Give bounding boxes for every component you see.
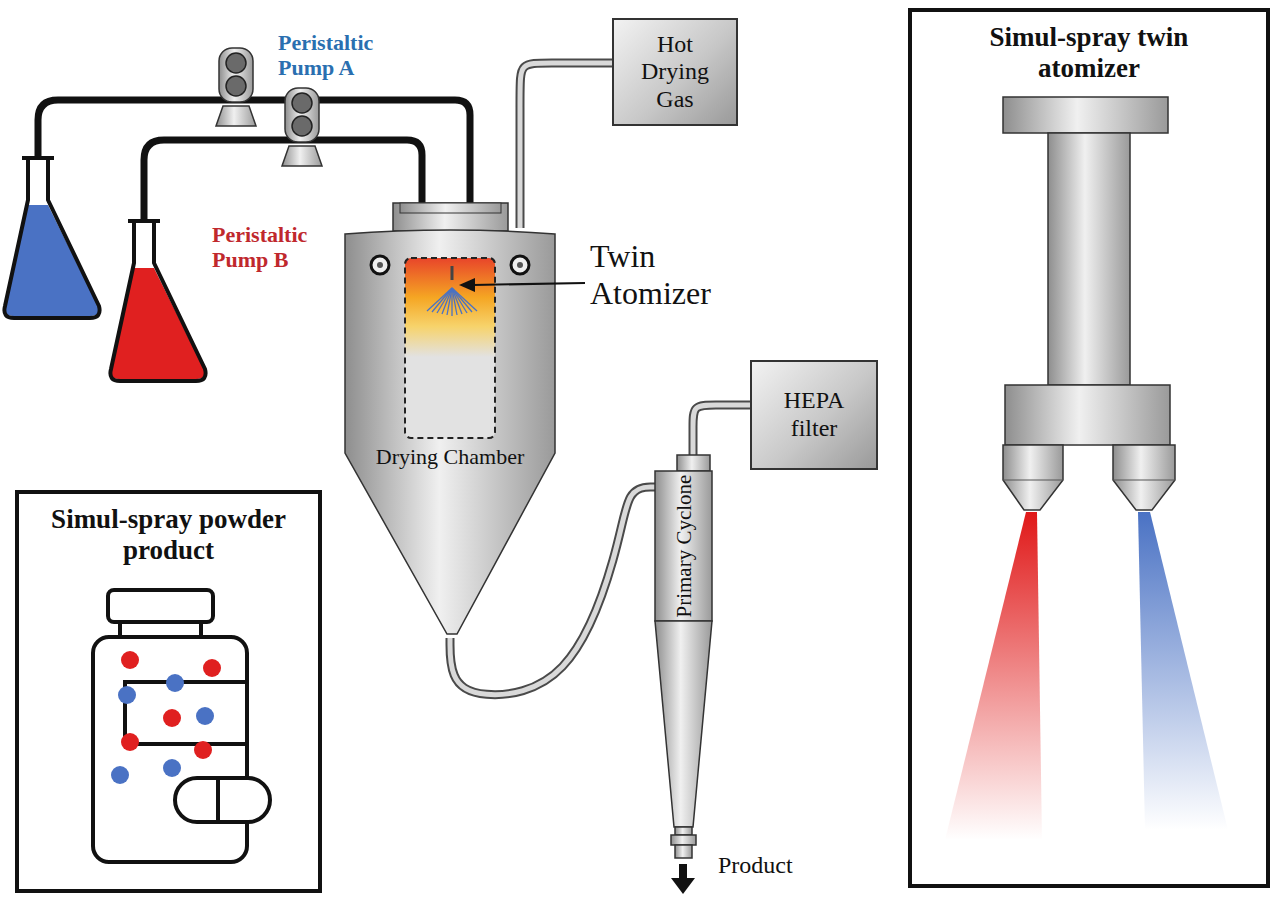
flask-outline: [110, 221, 205, 381]
pump-roller: [226, 76, 246, 96]
pump-roller: [292, 116, 312, 136]
pump-roller: [226, 53, 246, 73]
red-particles: [121, 651, 221, 759]
leader-line: [473, 283, 585, 285]
blue-spray: [1138, 512, 1228, 830]
cyclone-cone: [655, 621, 712, 827]
atomizer-stub: [451, 266, 454, 280]
pump-b: [282, 88, 322, 166]
red-liquid: [111, 268, 204, 379]
capsule: [175, 778, 270, 822]
cyclone-barrel: [655, 471, 712, 621]
blue-liquid: [5, 205, 98, 316]
product-arrow: [679, 864, 687, 880]
bottle-neck: [120, 622, 201, 637]
drying-chamber: Drying Chamber: [345, 228, 555, 638]
product-arrowhead: [671, 878, 695, 894]
atomizer-stem: [1048, 133, 1130, 385]
chamber-outline: [345, 228, 555, 638]
chamber-bolt: [371, 256, 389, 274]
blue-flask: [4, 158, 99, 318]
node-label: HEPA filter: [768, 387, 860, 442]
flask-outline: [4, 158, 99, 318]
bottle-body: [93, 637, 247, 862]
pump-body: [285, 88, 319, 142]
panel-heading: Simul-spray powder product: [44, 504, 294, 566]
spray-lines: [427, 288, 477, 316]
pipe-connector: [520, 63, 612, 228]
bottle-label: [125, 682, 247, 744]
powder-bottle: [93, 590, 270, 862]
gas-source-box: Hot Drying Gas: [612, 18, 738, 126]
twin-atomizer-figure: [945, 97, 1228, 840]
pipe-core: [693, 405, 750, 455]
output-label: Product: [718, 852, 828, 880]
atomizer-block: [1005, 385, 1170, 445]
pump-body: [219, 48, 253, 102]
bolt-center: [517, 262, 523, 268]
right-nozzle: [1113, 445, 1175, 510]
pump-base: [216, 106, 256, 126]
callout-label: Twin Atomizer: [590, 238, 760, 312]
pipe-core: [520, 63, 612, 228]
pipe-connector: [693, 405, 750, 455]
pump-label: Peristaltic Pump B: [212, 222, 342, 273]
cyclone-fitting: [675, 827, 692, 835]
chamber-lid: [393, 203, 508, 231]
feed-tube-a: [38, 100, 470, 205]
cyclone-nut: [671, 835, 696, 845]
left-nozzle: [1003, 445, 1063, 510]
red-flask: [110, 221, 205, 381]
pump-label: Peristaltic Pump A: [278, 30, 408, 81]
node-label: Drying Chamber: [345, 444, 555, 469]
panel-heading: Simul-spray twin atomizer: [969, 22, 1209, 84]
chamber-bolt: [511, 256, 529, 274]
pipe: [693, 405, 750, 455]
nozzle-edge: [1003, 480, 1063, 481]
feed-tube-b: [144, 140, 422, 221]
pump-roller: [292, 93, 312, 113]
leader-arrowhead: [459, 278, 475, 292]
cyclone-outlet: [677, 455, 710, 471]
cyclone-fitting: [675, 845, 692, 858]
node-label: Hot Drying Gas: [625, 31, 725, 114]
node-label: Primary Cyclone: [671, 471, 695, 621]
chamber-body: [345, 230, 555, 634]
hepa-filter-box: HEPA filter: [750, 360, 878, 470]
powder-panel: Simul-spray powder product: [15, 490, 322, 893]
bottle-cap: [108, 590, 213, 622]
capsule-seam: [216, 778, 220, 822]
atomizer-panel: Simul-spray twin atomizer: [908, 8, 1270, 888]
cyclone: Primary Cyclone: [655, 455, 712, 860]
blue-particles: [111, 674, 214, 784]
nozzle-edge: [1113, 480, 1175, 481]
pipe: [520, 63, 612, 228]
lid-ring: [400, 203, 501, 213]
atomizer-flange: [1003, 97, 1168, 133]
red-spray: [945, 512, 1042, 840]
pump-base: [282, 146, 322, 166]
bolt-center: [377, 262, 383, 268]
pump-a: [216, 48, 256, 126]
